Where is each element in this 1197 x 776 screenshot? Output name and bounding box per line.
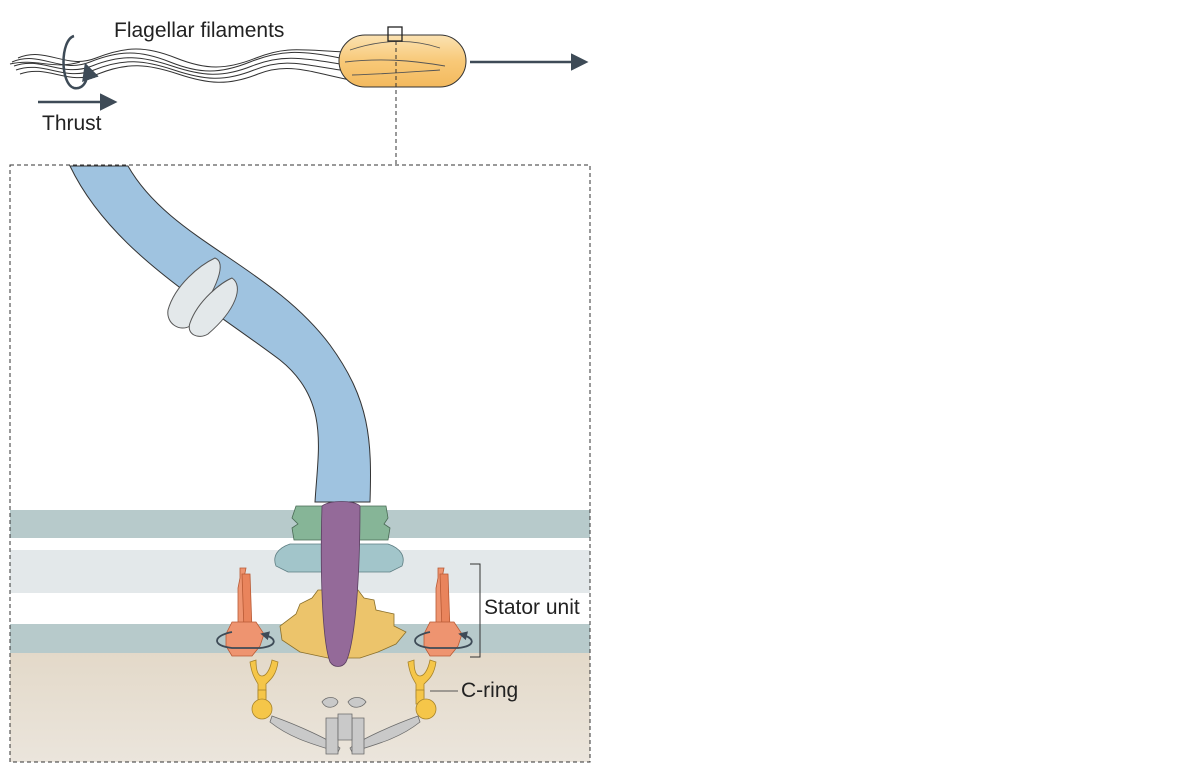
rod [320,501,361,667]
rotation-arrow-icon [62,34,99,90]
label-stator-unit: Stator unit [484,596,580,619]
stator-unit-left [216,567,275,657]
stator-bracket [470,563,481,658]
c-ring-right [407,659,437,720]
c-ring-left [249,659,279,720]
label-flagellar-filaments: Flagellar filaments [114,19,285,42]
stator-unit-right [414,567,473,657]
export-apparatus [269,697,421,755]
zoom-panel [9,164,591,763]
stator-rotation-arrow-right [414,631,473,649]
zoom-box [387,26,403,42]
label-c-ring: C-ring [461,679,519,702]
stator-rotation-arrow-left [216,631,275,649]
label-thrust: Thrust [42,112,102,135]
hook [69,165,372,503]
cytoplasm [10,653,590,762]
zoom-panel-frame [9,164,591,763]
bacterium-overview [9,26,589,165]
hook-junction [167,257,238,337]
